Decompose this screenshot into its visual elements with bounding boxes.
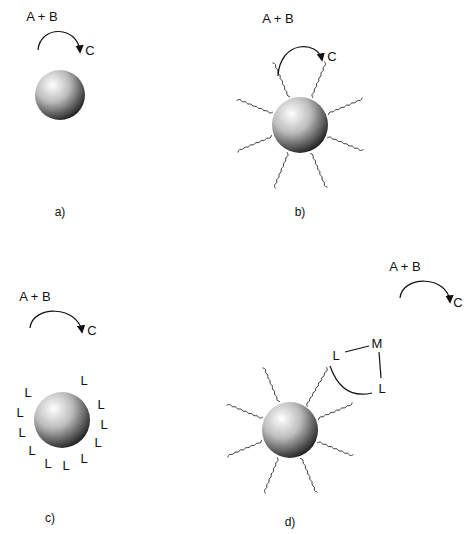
ligand-label: L [80,452,87,465]
reactants-label: A + B [389,260,420,273]
surfactant-chain [300,458,317,492]
chelate-arc [330,366,372,394]
panel-label: c) [45,512,55,524]
metal-label: M [372,337,383,350]
surfactant-chain [228,440,262,457]
ligand-label: L [94,436,101,449]
panel-label: d) [285,516,296,528]
ligand-label: L [378,382,385,395]
product-label: C [453,296,462,309]
surfactant-chain [317,442,353,456]
reactants-label: A + B [262,12,293,25]
ligand-label: L [18,426,25,439]
ligand-label: L [97,398,104,411]
surfactant-chain [274,152,288,188]
panel-label: a) [55,206,66,218]
surfactant-chain [312,62,326,98]
surfactant-chain [310,153,327,187]
surfactant-chain [318,402,352,419]
surfactant-chain [328,97,362,114]
surfactant-chain [227,404,263,418]
ligand-label: L [24,386,31,399]
panel-label: b) [295,206,306,218]
ligand-label: L [28,444,35,457]
reaction-arrow [30,311,82,332]
surfactant-chain [262,368,279,402]
bond-line [379,352,381,378]
nanoparticle [272,97,328,153]
ligand-label: L [62,459,69,472]
ligand-label: L [332,349,339,362]
surfactant-chain [238,135,272,152]
surfactant-chain [237,99,273,113]
ligand-tether [307,367,327,407]
product-label: C [327,50,336,63]
nanoparticle [262,402,318,458]
nanoparticle [35,70,85,120]
product-label: C [87,324,96,337]
ligand-label: L [80,374,87,387]
product-label: C [85,44,94,57]
surfactant-chain [327,137,363,151]
reactants-label: A + B [26,10,57,23]
surfactant-chain [272,63,289,97]
ligand-label: L [44,457,51,470]
surfactant-chain [264,457,278,493]
reaction-arrow [400,281,450,302]
bond-line [345,346,369,352]
reactants-label: A + B [19,290,50,303]
reaction-arrow [278,47,322,76]
ligand-label: L [100,418,107,431]
reaction-arrow [38,31,80,52]
ligand-label: L [16,406,23,419]
nanoparticle [34,392,90,448]
